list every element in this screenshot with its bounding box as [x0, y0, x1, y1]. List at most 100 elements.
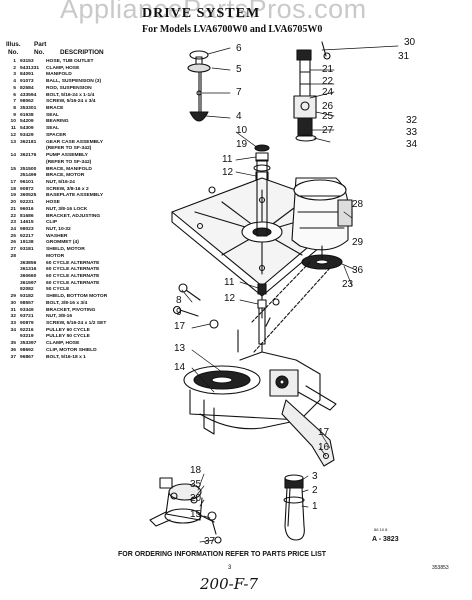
part-illus-number: 24: [10, 226, 16, 232]
callout-33: 33: [406, 127, 418, 138]
part-description: CLIP, MOTOR SHIELD: [46, 347, 97, 353]
part-description: 60 CYCLE ALTERNATE: [46, 260, 100, 266]
part-description: SCREW, 5/16-24 x 1/2 SET: [46, 321, 107, 327]
part-illus-number: 37: [10, 354, 16, 360]
part-number: 54209: [20, 119, 34, 125]
part-number: 91938: [20, 112, 34, 118]
part-number: 93429: [20, 132, 34, 138]
part-description: BRACE: [46, 106, 64, 112]
tub-outlet-hose: [283, 474, 305, 541]
callout-35: 35: [190, 479, 202, 490]
part-description: CLIP: [46, 220, 58, 226]
part-illus-number: 1: [13, 59, 16, 64]
part-illus-number: 14: [10, 153, 16, 159]
callout-15: 15: [190, 509, 202, 520]
part-illus-number: 7: [13, 99, 16, 105]
callout-34: 34: [406, 139, 418, 150]
callout-19: 19: [236, 139, 248, 150]
part-number: 93349: [20, 307, 34, 313]
part-description: HOSE, TUB OUTLET: [46, 59, 94, 64]
handwritten-note: 200-F-7: [200, 575, 259, 593]
part-number: 9431331: [20, 65, 40, 71]
page-number: 3: [228, 565, 232, 571]
part-description: PUMP ASSEMBLY: [46, 153, 88, 159]
part-number: 93219: [20, 334, 34, 340]
part-illus-number: 26: [10, 240, 16, 246]
part-number: 96867: [20, 354, 34, 360]
callout-12: 12: [222, 167, 234, 178]
part-number: 98557: [20, 300, 34, 306]
part-illus-number: 2: [13, 65, 16, 71]
header-illus: Illus.: [6, 41, 21, 48]
part-illus-number: 22: [10, 213, 16, 219]
part-description: BRACE, MOTOR: [46, 173, 85, 179]
part-number: 361597: [20, 280, 37, 286]
part-description: BRACE, MANIFOLD: [46, 166, 92, 172]
part-description: BALL, SUSPENSION (3): [46, 79, 102, 85]
figure-date-code: 86 10 8: [374, 527, 388, 532]
pump-manifold: [149, 477, 215, 527]
part-number: 96101: [20, 179, 34, 185]
part-illus-number: 5: [13, 85, 16, 91]
part-description: 60 CYCLE ALTERNATE: [46, 274, 100, 279]
callout-13: 13: [174, 343, 186, 354]
callout-5: 5: [236, 64, 242, 75]
callout-7: 7: [236, 87, 242, 98]
callout-32: 32: [406, 115, 418, 126]
header-no: No.: [8, 49, 19, 56]
motor-assembly: [291, 49, 353, 270]
callout-11: 11: [222, 154, 233, 165]
part-description: PULLEY 50 CYCLE: [46, 334, 90, 340]
part-number: 96016: [20, 206, 34, 212]
part-number: 353397: [20, 341, 37, 347]
part-description: 60 CYCLE ALTERNATE: [46, 267, 100, 273]
part-description: PULLEY 60 CYCLE: [46, 327, 90, 333]
part-number: 81686: [20, 213, 34, 219]
header-part: Part: [34, 41, 47, 48]
part-number: 351500: [20, 166, 37, 172]
suspension-rod-assembly: [187, 50, 211, 122]
part-description: SEAL: [46, 112, 60, 118]
part-number: 90879: [20, 321, 34, 327]
part-illus-number: 12: [10, 132, 16, 138]
part-description: WASHER: [46, 233, 68, 239]
part-illus-number: 28: [10, 253, 16, 259]
callout-11b: 11: [224, 277, 235, 288]
part-number: 84091: [20, 72, 34, 78]
part-illus-number: 33: [10, 321, 16, 327]
parts-list-row: 22 81686 BRACKET, ADJUSTING: [4, 214, 154, 221]
parts-list-row: (REFER TO SF-342): [4, 160, 154, 167]
part-number: 93721: [20, 314, 34, 320]
part-illus-number: 34: [10, 327, 16, 333]
part-illus-number: 31: [10, 307, 16, 313]
part-illus-number: 17: [10, 179, 16, 185]
part-description: GEAR CASE ASSEMBLY: [46, 139, 103, 145]
callout-10: 10: [236, 125, 248, 136]
header-partno: No.: [34, 49, 45, 56]
part-illus-number: 4: [13, 79, 16, 85]
part-illus-number: 21: [10, 206, 16, 212]
callout-8: 8: [176, 295, 182, 306]
part-illus-number: 8: [13, 106, 16, 112]
part-description: BRACKET, ADJUSTING: [46, 213, 101, 219]
callout-6: 6: [236, 43, 242, 54]
